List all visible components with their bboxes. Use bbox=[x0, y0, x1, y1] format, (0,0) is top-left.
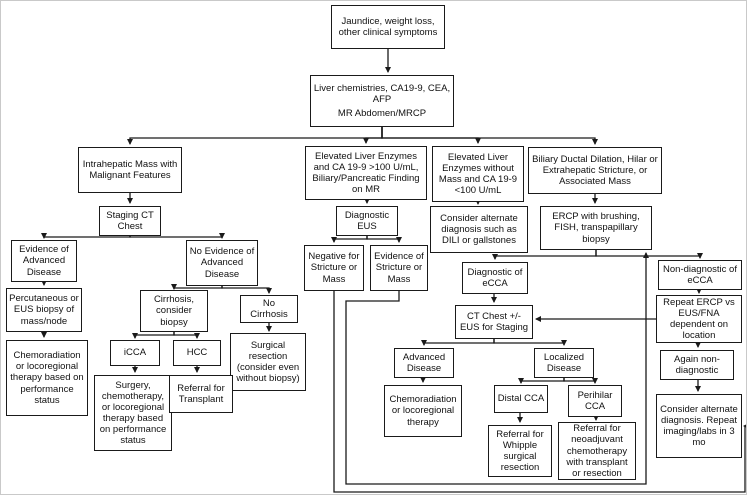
node-percutaneous-eus-biopsy: Percutaneous or EUS biopsy of mass/node bbox=[6, 288, 82, 332]
edge-ct-chest-to-localized bbox=[493, 339, 567, 346]
edge-eus-to-negative-stricture bbox=[331, 236, 368, 243]
edge-eus-to-evidence-stricture bbox=[366, 236, 402, 243]
node-chemoradiation-locoregional-left: Chemoradiation or locoregional therapy b… bbox=[6, 340, 88, 416]
node-consider-alternate-dili: Consider alternate diagnosis such as DIL… bbox=[430, 206, 528, 253]
liver-chem-tests: Liver chemistries, CA19-9, CEA, AFP bbox=[313, 82, 451, 105]
edge-negative-stricture-to-consider-repeat bbox=[333, 291, 746, 493]
node-whipple-resection: Referral for Whipple surgical resection bbox=[488, 425, 552, 477]
node-neoadjuvant-chemotherapy: Referral for neoadjuvant chemotherapy wi… bbox=[558, 422, 636, 480]
node-ercp-brushing-fish: ERCP with brushing, FISH, transpapillary… bbox=[540, 206, 652, 250]
node-icca: iCCA bbox=[110, 340, 160, 366]
node-perihilar-cca: Perihilar CCA bbox=[568, 385, 622, 417]
edge-staging-ct-to-no-evidence-adv bbox=[129, 233, 225, 239]
node-surgery-chemo-locoregional: Surgery, chemotherapy, or locoregional t… bbox=[94, 375, 172, 451]
node-ct-chest-eus-staging: CT Chest +/- EUS for Staging bbox=[455, 305, 533, 339]
edge-no-evidence-to-cirrhosis bbox=[171, 284, 223, 290]
node-cirrhosis-consider-biopsy: Cirrhosis, consider biopsy bbox=[140, 290, 208, 332]
node-diagnostic-eus: Diagnostic EUS bbox=[336, 206, 398, 236]
node-biliary-ductal-dilation: Biliary Ductal Dilation, Hilar or Extrah… bbox=[528, 147, 662, 194]
edge-ct-chest-to-advanced bbox=[421, 339, 495, 346]
node-hcc: HCC bbox=[173, 340, 221, 366]
edge-liver-chem-to-biliary bbox=[381, 127, 598, 145]
node-elevated-enzymes-high-ca19-9: Elevated Liver Enzymes and CA 19-9 >100 … bbox=[305, 146, 427, 200]
edge-ercp-to-nondiagnostic-ecca bbox=[595, 250, 703, 259]
node-distal-cca: Distal CCA bbox=[494, 385, 548, 413]
edge-liver-chem-to-elevated-low bbox=[381, 127, 481, 144]
edge-localized-to-perihilar-cca bbox=[563, 378, 598, 384]
edge-localized-to-distal-cca bbox=[518, 378, 565, 384]
node-elevated-enzymes-low-ca19-9: Elevated Liver Enzymes without Mass and … bbox=[432, 146, 524, 202]
node-evidence-of-stricture: Evidence of Stricture or Mass bbox=[370, 245, 428, 291]
node-diagnostic-of-ecca: Diagnostic of eCCA bbox=[462, 262, 528, 294]
node-chemoradiation-locoregional-mid: Chemoradiation or locoregional therapy bbox=[384, 385, 462, 437]
node-negative-for-stricture: Negative for Stricture or Mass bbox=[304, 245, 364, 291]
node-consider-alternate-repeat-imaging: Consider alternate diagnosis. Repeat ima… bbox=[656, 394, 742, 458]
node-nondiagnostic-of-ecca: Non-diagnostic of eCCA bbox=[658, 260, 742, 290]
edge-staging-ct-to-evidence-adv bbox=[41, 233, 131, 239]
node-jaundice-symptoms: Jaundice, weight loss, other clinical sy… bbox=[331, 5, 445, 49]
node-no-cirrhosis: No Cirrhosis bbox=[240, 295, 298, 323]
edge-no-evidence-to-no-cirrhosis bbox=[221, 286, 272, 294]
node-again-nondiagnostic: Again non-diagnostic bbox=[660, 350, 734, 380]
node-liver-chemistries: Liver chemistries, CA19-9, CEA, AFP MR A… bbox=[310, 75, 454, 127]
edge-evidence-stricture-to-ercp bbox=[345, 252, 649, 485]
edge-liver-chem-to-intrahepatic bbox=[127, 127, 383, 145]
edge-cirrhosis-to-icca bbox=[132, 332, 175, 339]
edge-liver-chem-to-elevated-high bbox=[363, 127, 383, 144]
node-surgical-resection: Surgical resection (consider even withou… bbox=[230, 333, 306, 391]
node-no-evidence-advanced-disease: No Evidence of Advanced Disease bbox=[186, 240, 258, 286]
node-advanced-disease: Advanced Disease bbox=[394, 348, 454, 378]
liver-chem-imaging: MR Abdomen/MRCP bbox=[337, 108, 427, 119]
node-evidence-advanced-disease: Evidence of Advanced Disease bbox=[11, 240, 77, 282]
node-intrahepatic-mass: Intrahepatic Mass with Malignant Feature… bbox=[78, 147, 182, 193]
edge-cirrhosis-to-hcc bbox=[173, 332, 200, 339]
node-referral-for-transplant: Referral for Transplant bbox=[169, 375, 233, 413]
node-localized-disease: Localized Disease bbox=[534, 348, 594, 378]
node-staging-ct-chest: Staging CT Chest bbox=[99, 206, 161, 236]
node-repeat-ercp-eus-fna: Repeat ERCP vs EUS/FNA dependent on loca… bbox=[656, 295, 742, 343]
